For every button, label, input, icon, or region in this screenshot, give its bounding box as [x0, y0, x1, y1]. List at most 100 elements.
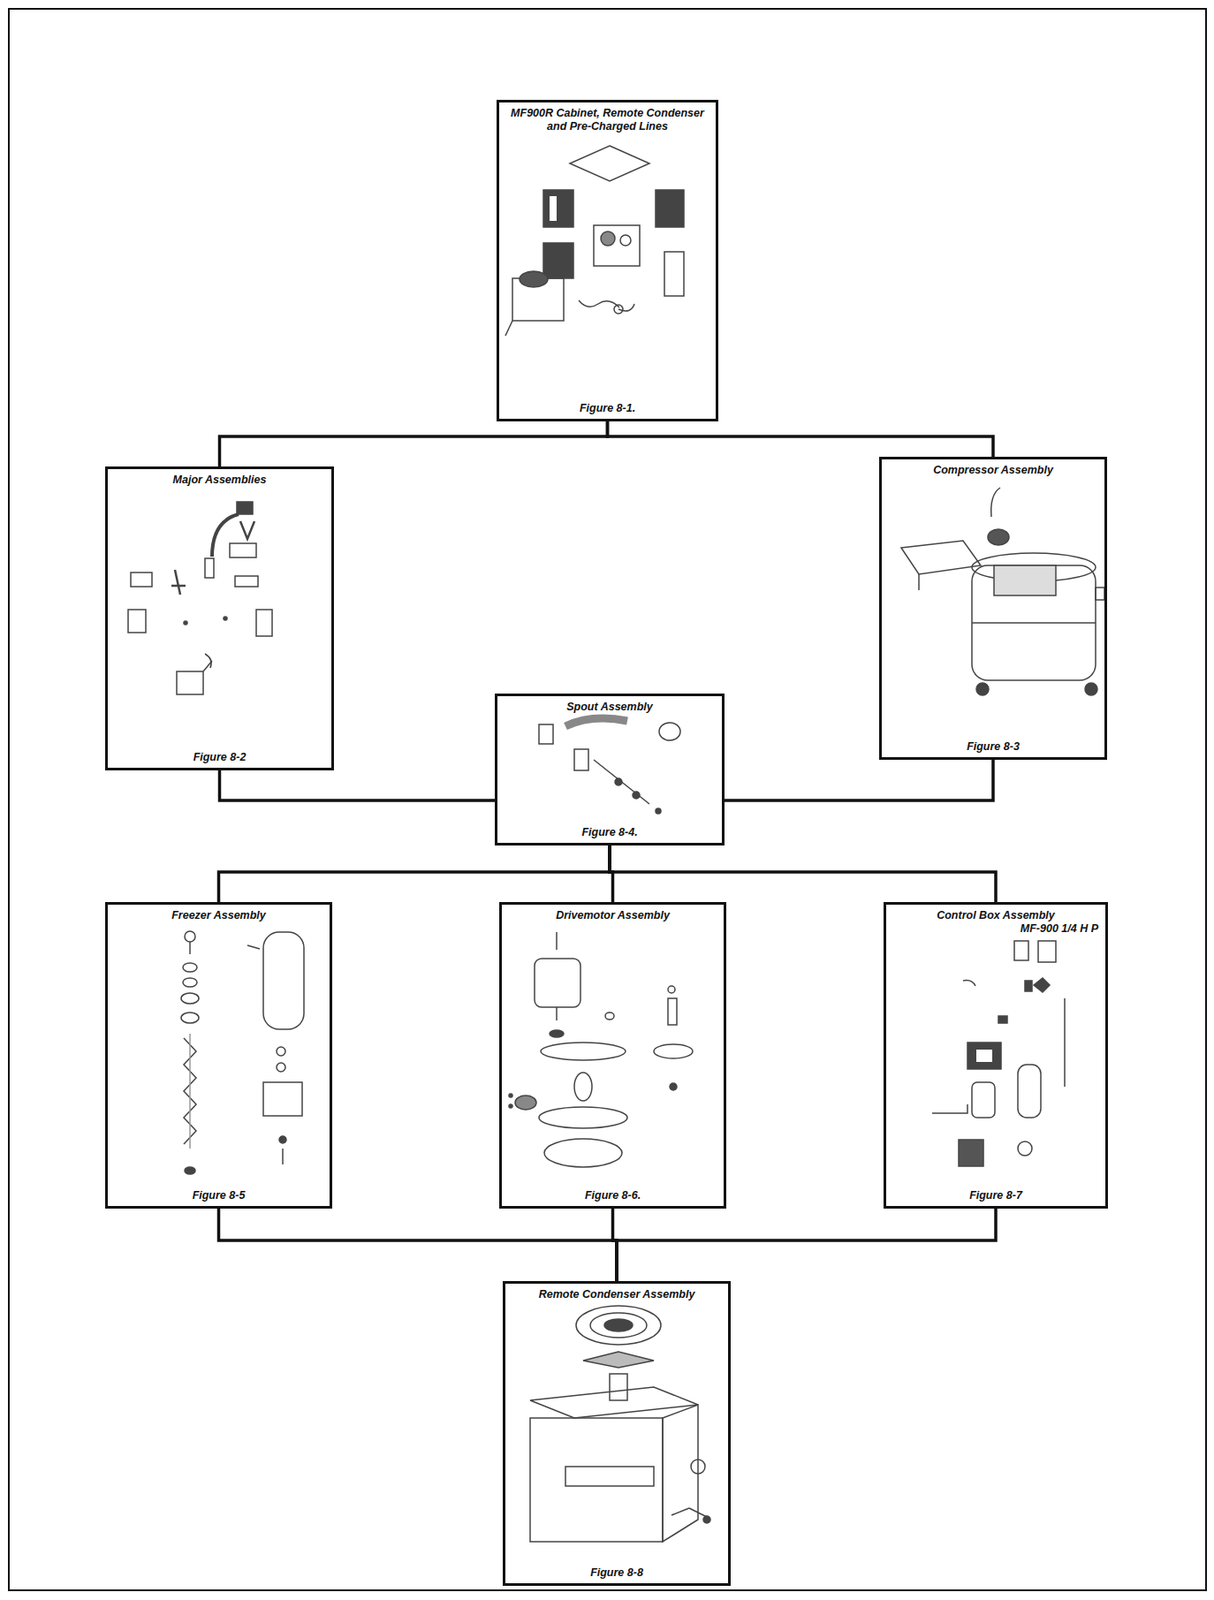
freezer-view-part [181, 993, 199, 1004]
box-heading: Control Box AssemblyMF-900 1/4 H P [893, 909, 1099, 936]
major-assemblies-view-part [212, 514, 239, 557]
major-assemblies-view-part [256, 609, 273, 637]
cabinet-exploded-view-part [664, 251, 684, 296]
figure-box: Compressor AssemblyFigure 8-3 [879, 456, 1108, 760]
compressor-view-part [901, 540, 981, 575]
compressor-view-part [1095, 587, 1105, 600]
box-heading: Spout Assembly [504, 700, 715, 714]
remote-condenser-view-part [576, 1305, 661, 1345]
drivemotor-view-part [508, 1104, 513, 1108]
drivemotor-view-part [555, 1007, 558, 1021]
cabinet-exploded-view-part [655, 189, 684, 228]
drivemotor-view-part [555, 932, 558, 950]
remote-condenser-view-part [609, 1373, 628, 1401]
figure-box: Drivemotor AssemblyFigure 8-6. [499, 902, 727, 1209]
drivemotor-view-part [534, 958, 581, 1008]
page-border [8, 8, 1207, 1591]
remote-condenser-view-part [690, 1459, 706, 1474]
figure-label-holder: Figure 8-5 [114, 1189, 323, 1203]
freezer-view-part [263, 932, 304, 1030]
cabinet-exploded-view-part [569, 145, 650, 182]
model-note: MF-900 1/4 H P [893, 922, 1099, 936]
drivemotor-view-part [544, 1138, 623, 1168]
tree-connector [219, 845, 611, 903]
cabinet-exploded-view-part [543, 189, 574, 228]
freezer-view-part [189, 941, 191, 955]
figure-label: Figure 8-3 [888, 740, 1098, 754]
control-box-view [932, 940, 1065, 1167]
figure-label-holder: Figure 8-4. [504, 826, 715, 840]
tree-connector [609, 845, 996, 903]
major-assemblies-view-part [236, 501, 253, 515]
cabinet-exploded-view-part [549, 196, 557, 221]
tree-connector [220, 770, 496, 801]
figure-box: Freezer AssemblyFigure 8-5 [105, 902, 333, 1209]
control-box-view-part [963, 980, 976, 987]
freezer-view-part [247, 945, 260, 949]
spout-view-part [659, 722, 681, 741]
cabinet-exploded-view-part [519, 271, 548, 288]
compressor-view-part [1085, 682, 1098, 696]
figure-label: Figure 8-2 [114, 751, 325, 765]
major-assemblies-view-part [240, 521, 255, 539]
figure-label: Figure 8-5 [114, 1189, 323, 1203]
freezer-view-part [184, 931, 196, 942]
assembly-title: Drivemotor Assembly [508, 909, 717, 923]
remote-condenser-view-part [703, 1516, 711, 1524]
control-box-view-part [976, 1049, 993, 1063]
spout-view-part [632, 791, 640, 799]
assembly-title: Control Box Assembly [893, 909, 1099, 923]
spout-view-part [593, 759, 650, 805]
figure-box: Major AssembliesFigure 8-2 [105, 466, 334, 771]
drivemotor-view-part [508, 1093, 513, 1098]
figure-label: Figure 8-1. [506, 402, 709, 416]
cabinet-exploded-view-part [543, 242, 574, 279]
major-assemblies-view-part [204, 558, 214, 578]
tree-connector [219, 1208, 618, 1282]
compressor-view-part [971, 565, 1096, 681]
remote-condenser-view-part [565, 1466, 654, 1487]
control-box-view-part [1063, 998, 1066, 1087]
drivemotor-view-part [515, 1095, 537, 1110]
spout-view-part [538, 724, 554, 744]
drivemotor-view-part [574, 1072, 592, 1101]
compressor-view-part [971, 622, 1096, 624]
figure-label: Figure 8-6. [508, 1189, 717, 1203]
freezer-view-part [279, 1136, 287, 1144]
freezer-view-part [181, 1012, 199, 1024]
figure-box: Remote Condenser AssemblyFigure 8-8 [502, 1281, 731, 1586]
control-box-view-part [932, 1104, 968, 1114]
major-assemblies-view-part [176, 660, 213, 695]
compressor-view-part [918, 574, 920, 591]
drivemotor-view-part [667, 998, 677, 1025]
freezer-view-part [184, 1167, 196, 1175]
control-box-view-part [967, 1042, 1002, 1070]
drivemotor-view-part [605, 1012, 615, 1020]
freezer-view-part [189, 1033, 191, 1149]
tree-connector [220, 421, 608, 467]
major-assemblies-view-part [229, 543, 257, 558]
cabinet-exploded-view-part [620, 235, 631, 246]
box-heading: Major Assemblies [114, 473, 325, 487]
cabinet-exploded-view-part [593, 225, 640, 266]
freezer-view-part [276, 1047, 286, 1056]
compressor-view-part [991, 487, 1001, 517]
figure-label-holder: Figure 8-7 [893, 1189, 1099, 1203]
compressor-view [901, 487, 1105, 696]
freezer-view-part [281, 1148, 284, 1165]
assembly-title: Remote Condenser Assembly [512, 1288, 721, 1302]
spout-view [538, 718, 681, 814]
figure-label-holder: Figure 8-6. [508, 1189, 717, 1203]
assembly-title: Compressor Assembly [888, 463, 1098, 478]
compressor-view-part [976, 682, 989, 696]
major-assemblies-view-part [183, 621, 188, 625]
control-box-view-part [1033, 978, 1050, 993]
remote-condenser-view-part [662, 1404, 699, 1542]
major-assemblies-view-part [204, 653, 212, 668]
figure-label-holder: Figure 8-1. [506, 402, 709, 416]
control-box-view-part [1024, 980, 1032, 992]
box-heading: MF900R Cabinet, Remote Condenser and Pre… [506, 106, 709, 134]
assembly-title: Freezer Assembly [114, 909, 323, 923]
drivemotor-view-part [653, 1044, 693, 1059]
